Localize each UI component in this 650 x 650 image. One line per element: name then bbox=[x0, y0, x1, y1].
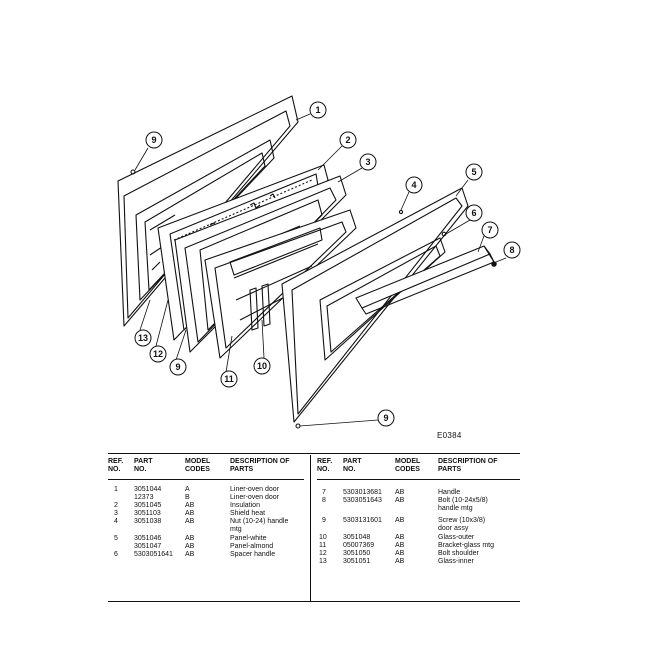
row-ref: 9 bbox=[322, 517, 326, 524]
part-door-panel bbox=[281, 187, 469, 423]
callout-5: 5 bbox=[471, 167, 476, 177]
row-ref: 6 bbox=[114, 551, 118, 558]
header-rule-left bbox=[108, 479, 304, 480]
row-part: 3051047 bbox=[134, 543, 162, 550]
exploded-oven-door-diagram: 1 2 3 4 5 6 7 8 9 9 9 10 11 12 13 bbox=[117, 95, 521, 429]
row-code: AB bbox=[185, 535, 195, 542]
callout-8: 8 bbox=[509, 245, 514, 255]
row-code: A bbox=[185, 486, 190, 493]
part-glass-outer bbox=[204, 209, 357, 359]
row-ref: 2 bbox=[114, 502, 118, 509]
callout-6: 6 bbox=[471, 208, 476, 218]
row-desc: door assy bbox=[438, 525, 469, 532]
header-model-codes-right: MODEL CODES bbox=[395, 458, 421, 473]
row-code: AB bbox=[185, 518, 195, 525]
leader-lines bbox=[134, 113, 507, 427]
row-code: AB bbox=[185, 551, 195, 558]
row-desc: Nut (10-24) handle bbox=[230, 518, 289, 525]
row-code: AB bbox=[395, 542, 405, 549]
callout-1: 1 bbox=[315, 105, 320, 115]
row-desc: Shield heat bbox=[230, 510, 266, 517]
row-desc: Spacer handle bbox=[230, 551, 276, 558]
row-ref: 3 bbox=[114, 510, 118, 517]
row-code: AB bbox=[395, 517, 405, 524]
row-part: 12373 bbox=[134, 494, 154, 501]
row-code: AB bbox=[185, 502, 195, 509]
callout-13: 13 bbox=[138, 333, 148, 343]
callout-9-left: 9 bbox=[175, 362, 180, 372]
header-part-no: PART NO. bbox=[134, 458, 153, 473]
row-part: 3051048 bbox=[343, 534, 371, 541]
row-part: 3051103 bbox=[134, 510, 161, 517]
row-part: 3051050 bbox=[343, 550, 371, 557]
row-desc: Panel-white bbox=[230, 535, 267, 542]
row-desc: Liner-oven door bbox=[230, 494, 280, 501]
row-ref: 11 bbox=[319, 542, 327, 549]
row-desc: Insulation bbox=[230, 502, 260, 509]
row-desc: Liner-oven door bbox=[230, 486, 280, 493]
row-ref: 8 bbox=[322, 497, 326, 504]
row-code: B bbox=[185, 494, 190, 501]
callout-7: 7 bbox=[487, 225, 492, 235]
header-ref-no-right: REF. NO. bbox=[317, 458, 333, 473]
row-part: 5303013681 bbox=[343, 489, 382, 496]
row-code: AB bbox=[395, 534, 405, 541]
row-desc: Glass-inner bbox=[438, 558, 474, 565]
row-code: AB bbox=[395, 558, 405, 565]
row-desc: Bolt (10-24x5/8) bbox=[438, 497, 488, 504]
header-part-no-right: PART NO. bbox=[343, 458, 362, 473]
row-part: 3051046 bbox=[134, 535, 162, 542]
row-code: AB bbox=[185, 543, 195, 550]
row-desc: Bolt shoulder bbox=[438, 550, 479, 557]
drawing-code: E0384 bbox=[437, 431, 462, 440]
callout-9-top: 9 bbox=[151, 135, 156, 145]
row-desc: handle mtg bbox=[438, 505, 473, 512]
row-part: 5303131601 bbox=[343, 517, 382, 524]
row-desc: Handle bbox=[438, 489, 461, 496]
header-rule-right bbox=[317, 479, 520, 480]
row-desc: Panel-almond bbox=[230, 543, 274, 550]
row-code: AB bbox=[395, 497, 405, 504]
row-ref: 10 bbox=[319, 534, 327, 541]
header-description-right: DESCRIPTION OF PARTS bbox=[438, 458, 498, 473]
table-top-rule bbox=[108, 453, 520, 454]
row-code: AB bbox=[185, 510, 195, 517]
row-desc: mtg bbox=[230, 526, 242, 533]
table-bottom-rule bbox=[108, 601, 520, 602]
callout-3: 3 bbox=[365, 157, 370, 167]
row-code: AB bbox=[395, 550, 405, 557]
parts-table: REF. NO. PART NO. MODEL CODES DESCRIPTIO… bbox=[108, 453, 520, 605]
callout-10: 10 bbox=[257, 361, 267, 371]
row-part: 3051038 bbox=[134, 518, 162, 525]
table-divider bbox=[310, 455, 311, 601]
row-ref: 1 bbox=[114, 486, 118, 493]
callout-4: 4 bbox=[411, 180, 416, 190]
header-description: DESCRIPTION OF PARTS bbox=[230, 458, 290, 473]
row-desc: Bracket-glass mtg bbox=[438, 542, 495, 549]
row-part: 3051044 bbox=[134, 486, 162, 493]
part-handle bbox=[355, 245, 495, 315]
callout-11: 11 bbox=[224, 374, 234, 384]
row-part: 5303051643 bbox=[343, 497, 382, 504]
row-part: 3051051 bbox=[343, 558, 371, 565]
callout-2: 2 bbox=[345, 135, 350, 145]
header-ref-no: REF. NO. bbox=[108, 458, 124, 473]
row-part: 5303051641 bbox=[134, 551, 173, 558]
callout-12: 12 bbox=[153, 349, 163, 359]
row-desc: Screw (10x3/8) bbox=[438, 517, 486, 524]
header-model-codes: MODEL CODES bbox=[185, 458, 211, 473]
row-desc: Glass-outer bbox=[438, 534, 475, 541]
row-ref: 7 bbox=[322, 489, 326, 496]
callout-circles bbox=[134, 101, 521, 427]
row-part: 3051045 bbox=[134, 502, 162, 509]
row-ref: 5 bbox=[114, 535, 118, 542]
row-ref: 13 bbox=[319, 558, 327, 565]
row-part: 05007369 bbox=[343, 542, 375, 549]
callout-9-bottom: 9 bbox=[383, 413, 388, 423]
row-code: AB bbox=[395, 489, 405, 496]
row-ref: 4 bbox=[114, 518, 118, 525]
row-ref: 12 bbox=[319, 550, 327, 557]
